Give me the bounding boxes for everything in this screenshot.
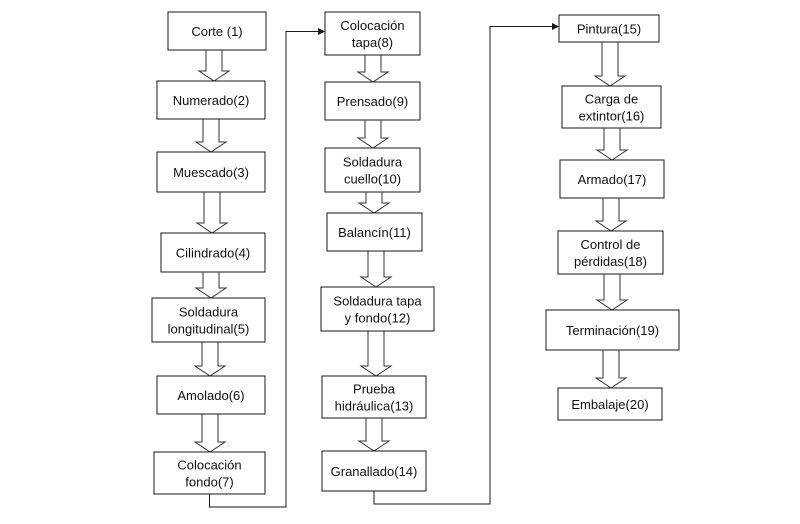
process-step: Armado(17) [559,159,665,199]
process-step-box [167,11,267,51]
flow-arrow [593,41,627,87]
flow-arrow [594,349,628,389]
process-step: Granallado(14) [321,450,427,492]
process-step: Prueba hidráulica(13) [321,375,427,419]
process-step-label: Prensado(9) [337,94,409,109]
flow-arrows [193,41,629,453]
connector-arrowhead [318,28,325,35]
process-step-box [320,286,435,332]
process-step-label: Soldadura tapa [333,294,422,309]
flow-arrow [595,127,629,161]
process-steps: Corte (1) Numerado(2) Muescado(3) Cilindrad… [151,11,680,495]
process-step-label: Corte (1) [191,24,242,39]
flow-arrow [359,330,393,377]
process-step-label: Colocación [177,458,241,473]
flow-arrow [594,197,628,232]
process-step-label: Numerado(2) [173,93,250,108]
process-step-box [324,81,421,121]
flow-arrow [194,118,228,153]
flow-arrow [359,250,393,288]
process-step-label: Soldadura [343,155,403,170]
process-step-label: Armado(17) [578,172,647,187]
process-step: Amolado(6) [156,375,266,415]
process-step-label: Muescado(3) [173,165,249,180]
process-step: Terminación(19) [545,309,680,351]
flow-arrow [194,271,228,299]
flow-arrow [357,191,391,214]
process-step-label: Soldadura [179,305,239,320]
process-step-box [326,212,423,252]
process-step-label: Balancín(11) [338,225,411,240]
process-step-box [557,387,663,421]
process-step-label: extintor(16) [579,109,645,124]
process-step-label: Control de [581,237,641,252]
process-step-box [561,85,662,129]
process-step-label: Amolado(6) [177,388,244,403]
column-connectors [209,23,559,508]
process-step: Control de pérdidas(18) [557,230,664,275]
connector-arrowhead [552,23,559,30]
process-step-box [321,375,427,419]
flow-arrow [357,417,391,452]
process-step: Soldadura tapa y fondo(12) [320,286,435,332]
process-step-label: longitudinal(5) [168,322,250,337]
process-step-label: Terminación(19) [566,323,659,338]
flow-arrow [356,119,390,149]
process-step-label: Embalaje(20) [571,397,648,412]
process-step-label: y fondo(12) [345,311,411,326]
flow-arrow [193,341,227,377]
process-step: Soldadura longitudinal(5) [151,297,266,343]
process-step-box [153,451,266,495]
process-step-label: Pintura(15) [577,22,641,37]
flow-arrow [356,54,390,83]
process-step-label: tapa(8) [352,35,393,50]
flow-arrow [195,191,229,234]
process-step: Soldadura cuello(10) [324,147,421,193]
process-step: Prensado(9) [324,81,421,121]
process-step: Embalaje(20) [557,387,663,421]
process-step-box [324,11,421,56]
process-step-box [151,297,266,343]
process-step: Balancín(11) [326,212,423,252]
process-step: Corte (1) [167,11,267,51]
process-step-label: hidráulica(13) [335,399,414,414]
process-step: Cilindrado(4) [160,232,266,273]
process-step-label: pérdidas(18) [574,254,647,269]
process-step-box [324,147,421,193]
process-step-box [558,14,660,43]
process-step: Muescado(3) [156,151,266,193]
flow-arrow [197,49,231,82]
process-step-label: Colocación [340,18,404,33]
process-step-box [160,232,266,273]
process-step-box [156,375,266,415]
flow-arrow [595,273,629,311]
process-step: Numerado(2) [156,80,266,120]
process-step-box [156,151,266,193]
process-step-box [545,309,680,351]
process-step-label: Carga de [585,92,638,107]
connector-line [209,31,319,508]
process-step-label: Prueba [353,382,396,397]
process-step-box [559,159,665,199]
process-step-box [156,80,266,120]
process-step: Colocación fondo(7) [153,451,266,495]
process-step: Colocación tapa(8) [324,11,421,56]
process-step-label: fondo(7) [185,475,233,490]
process-step: Pintura(15) [558,14,660,43]
process-step-box [321,450,427,492]
process-step: Carga de extintor(16) [561,85,662,129]
connector-line [373,26,553,505]
process-step-label: Cilindrado(4) [176,246,250,261]
process-step-label: cuello(10) [344,172,401,187]
flow-arrow [193,413,227,453]
process-step-label: Granallado(14) [331,464,418,479]
process-step-box [557,230,664,275]
